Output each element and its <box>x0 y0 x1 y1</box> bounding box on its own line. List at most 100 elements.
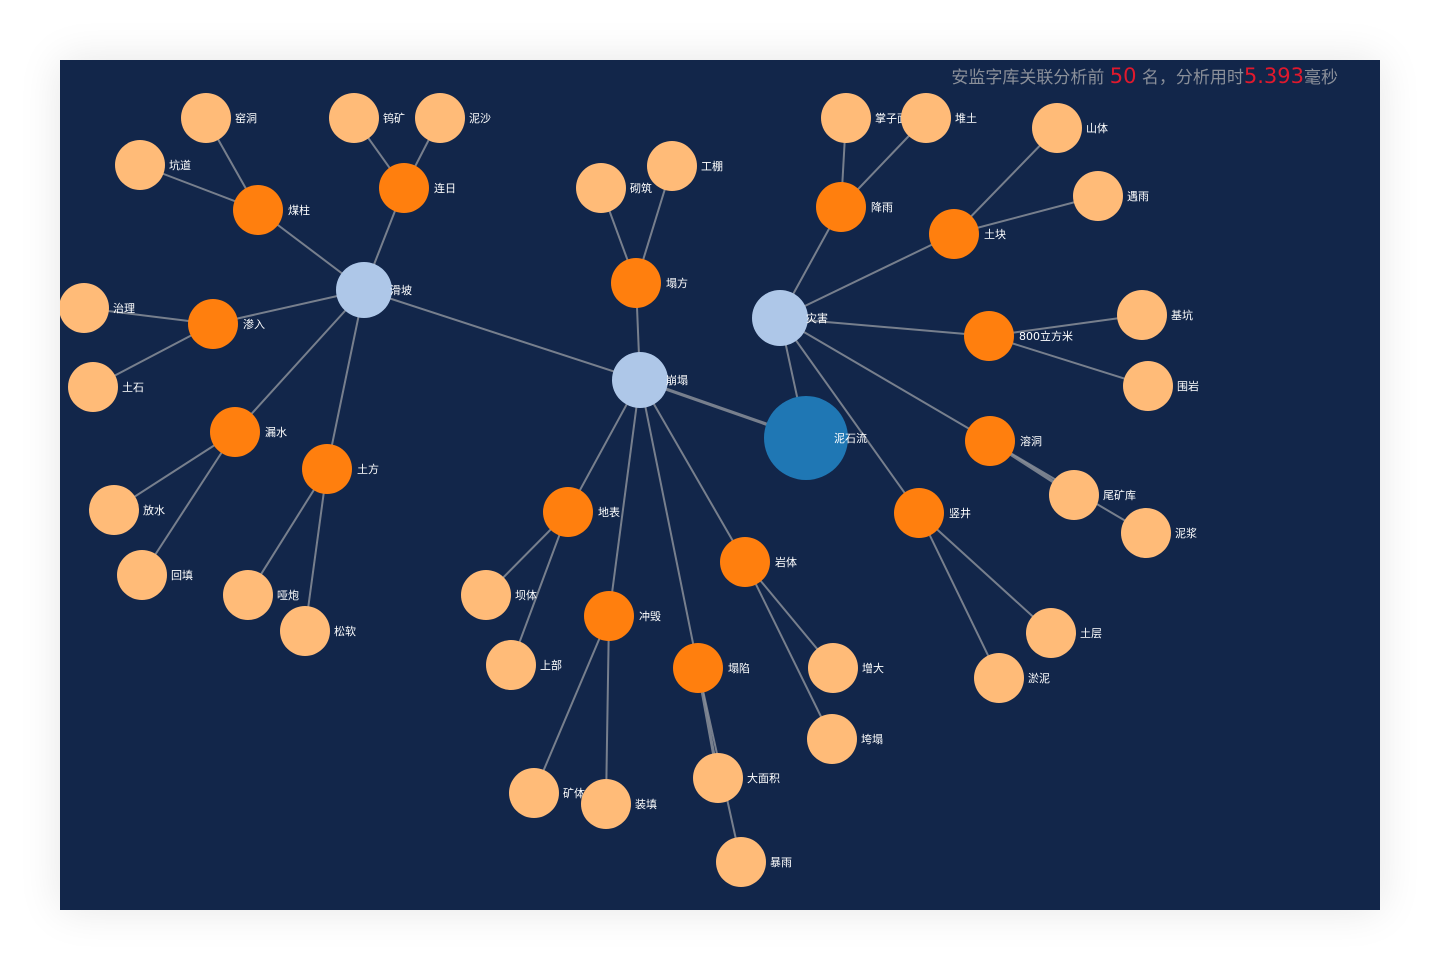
node-baoyu[interactable]: 暴雨 <box>716 837 792 887</box>
node-circle[interactable] <box>611 258 661 308</box>
node-circle[interactable] <box>60 283 109 333</box>
node-circle[interactable] <box>1026 608 1076 658</box>
node-circle[interactable] <box>1032 103 1082 153</box>
node-daoyu[interactable]: 遇雨 <box>1073 171 1149 221</box>
node-tafang[interactable]: 塌方 <box>611 258 688 308</box>
node-circle[interactable] <box>764 396 848 480</box>
node-taxian[interactable]: 塌陷 <box>673 643 750 693</box>
node-yaodong[interactable]: 窑洞 <box>181 93 257 143</box>
node-circle[interactable] <box>233 185 283 235</box>
node-circle[interactable] <box>807 714 857 764</box>
node-circle[interactable] <box>576 163 626 213</box>
node-circle[interactable] <box>415 93 465 143</box>
node-shanti[interactable]: 山体 <box>1032 103 1108 153</box>
node-bati[interactable]: 坝体 <box>461 570 537 620</box>
node-tuceng[interactable]: 土层 <box>1026 608 1102 658</box>
node-zengda[interactable]: 增大 <box>808 643 884 693</box>
node-zhangzimian[interactable]: 掌子面 <box>821 93 908 143</box>
node-circle[interactable] <box>693 753 743 803</box>
node-circle[interactable] <box>543 487 593 537</box>
node-kuata[interactable]: 垮塌 <box>807 714 883 764</box>
node-jikeng[interactable]: 基坑 <box>1117 290 1193 340</box>
node-shujing[interactable]: 竖井 <box>894 488 971 538</box>
node-damianji[interactable]: 大面积 <box>693 753 780 803</box>
node-tukuai[interactable]: 土块 <box>929 209 1006 259</box>
node-circle[interactable] <box>336 262 392 318</box>
node-chonghui[interactable]: 冲毁 <box>584 591 661 641</box>
node-circle[interactable] <box>1121 508 1171 558</box>
node-circle[interactable] <box>188 299 238 349</box>
node-huitian[interactable]: 回填 <box>117 550 193 600</box>
node-disaster[interactable]: 灾害 <box>752 290 828 346</box>
node-label: 山体 <box>1086 121 1108 135</box>
node-zhuangtian[interactable]: 装填 <box>581 779 657 829</box>
node-tufang[interactable]: 土方 <box>302 444 379 494</box>
node-circle[interactable] <box>901 93 951 143</box>
node-shangbu[interactable]: 上部 <box>486 640 562 690</box>
node-weikuangku[interactable]: 尾矿库 <box>1049 470 1136 520</box>
node-circle[interactable] <box>379 163 429 213</box>
node-m800[interactable]: 800立方米 <box>964 311 1073 361</box>
node-circle[interactable] <box>509 768 559 818</box>
node-rongdong[interactable]: 溶洞 <box>965 416 1042 466</box>
node-circle[interactable] <box>280 606 330 656</box>
node-circle[interactable] <box>716 837 766 887</box>
node-zhili[interactable]: 治理 <box>60 283 135 333</box>
node-circle[interactable] <box>720 537 770 587</box>
node-circle[interactable] <box>329 93 379 143</box>
node-songruan[interactable]: 松软 <box>280 606 356 656</box>
node-loushui[interactable]: 漏水 <box>210 407 287 457</box>
node-circle[interactable] <box>974 653 1024 703</box>
node-circle[interactable] <box>181 93 231 143</box>
node-circle[interactable] <box>1073 171 1123 221</box>
node-circle[interactable] <box>210 407 260 457</box>
node-weiyan[interactable]: 围岩 <box>1123 361 1199 411</box>
node-circle[interactable] <box>647 141 697 191</box>
node-circle[interactable] <box>808 643 858 693</box>
node-chuzhu[interactable]: 砌筑 <box>576 163 652 213</box>
node-circle[interactable] <box>1123 361 1173 411</box>
node-mudslide[interactable]: 泥石流 <box>764 396 867 480</box>
node-circle[interactable] <box>223 570 273 620</box>
node-circle[interactable] <box>929 209 979 259</box>
node-circle[interactable] <box>584 591 634 641</box>
node-kuangti[interactable]: 矿体 <box>509 768 585 818</box>
node-circle[interactable] <box>894 488 944 538</box>
node-shenru[interactable]: 渗入 <box>188 299 265 349</box>
node-circle[interactable] <box>581 779 631 829</box>
node-landslide[interactable]: 滑坡 <box>336 262 412 318</box>
node-circle[interactable] <box>1117 290 1167 340</box>
node-circle[interactable] <box>821 93 871 143</box>
node-circle[interactable] <box>115 140 165 190</box>
node-duitu[interactable]: 堆土 <box>901 93 977 143</box>
node-yuni[interactable]: 淤泥 <box>974 653 1050 703</box>
node-circle[interactable] <box>302 444 352 494</box>
node-yanti[interactable]: 岩体 <box>720 537 797 587</box>
node-nisha[interactable]: 泥沙 <box>415 93 491 143</box>
node-lianri[interactable]: 连日 <box>379 163 456 213</box>
node-kengdao[interactable]: 坑道 <box>115 140 191 190</box>
node-circle[interactable] <box>461 570 511 620</box>
node-circle[interactable] <box>752 290 808 346</box>
node-circle[interactable] <box>964 311 1014 361</box>
node-dibiao[interactable]: 地表 <box>543 487 620 537</box>
node-tushi[interactable]: 土石 <box>68 362 144 412</box>
node-fangshui[interactable]: 放水 <box>89 485 165 535</box>
node-circle[interactable] <box>1049 470 1099 520</box>
node-circle[interactable] <box>117 550 167 600</box>
node-yapao[interactable]: 哑炮 <box>223 570 299 620</box>
node-circle[interactable] <box>673 643 723 693</box>
node-collapse[interactable]: 崩塌 <box>612 352 688 408</box>
node-meizhu[interactable]: 煤柱 <box>233 185 310 235</box>
node-circle[interactable] <box>89 485 139 535</box>
node-circle[interactable] <box>612 352 668 408</box>
node-circle[interactable] <box>486 640 536 690</box>
node-wukuang[interactable]: 钨矿 <box>329 93 405 143</box>
node-gongpeng[interactable]: 工棚 <box>647 141 723 191</box>
node-circle[interactable] <box>965 416 1015 466</box>
node-jiangyu[interactable]: 降雨 <box>816 182 893 232</box>
node-nijiang[interactable]: 泥浆 <box>1121 508 1197 558</box>
node-circle[interactable] <box>816 182 866 232</box>
node-circle[interactable] <box>68 362 118 412</box>
